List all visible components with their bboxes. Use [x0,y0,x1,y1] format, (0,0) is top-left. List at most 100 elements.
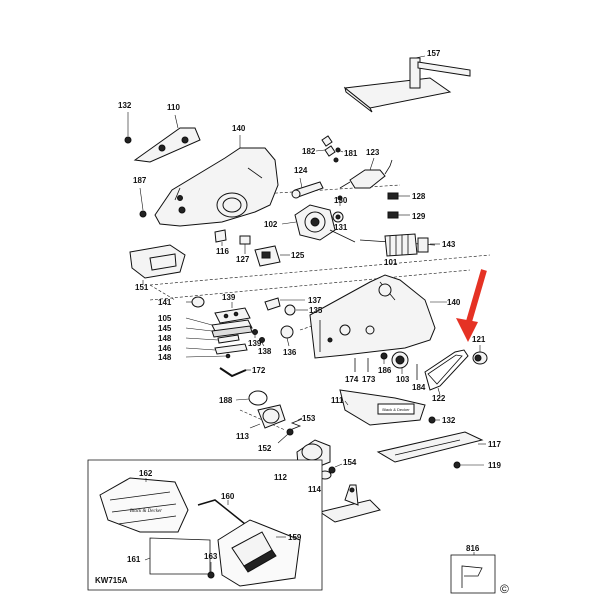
part-138-screw [259,337,265,347]
label-161: 161 [127,555,141,564]
part-rebate-guide [318,484,381,523]
part-127-clip [239,235,251,254]
part-122-drive-belt [424,349,469,396]
label-159: 159 [288,533,302,542]
label-174: 174 [345,375,359,384]
label-148a: 148 [158,334,172,343]
part-146-plate [185,343,248,355]
label-148b: 148 [158,353,172,362]
copyright-mark: © [500,582,509,596]
part-110-belt-cover [133,114,201,163]
part-119-screw [453,461,484,469]
part-123-cord [339,157,393,189]
label-116: 116 [216,247,229,256]
label-153: 153 [302,414,316,423]
label-114: 114 [308,485,321,494]
label-140b: 140 [447,298,461,307]
label-138: 138 [258,347,272,356]
label-188: 188 [219,396,233,405]
label-154: 154 [343,458,357,467]
part-labels: 157 132 110 140 182 181 123 124 187 128 … [118,49,501,564]
label-186: 186 [378,366,392,375]
model-label: KW715A [95,576,128,585]
part-816-label-box [450,552,496,594]
part-139-adjuster [214,302,251,324]
part-154-screw [328,463,343,474]
label-132b: 132 [442,416,456,425]
part-157-sole-plate [343,55,471,113]
label-160: 160 [221,492,235,501]
label-128: 128 [412,192,426,201]
part-116-bracket [214,229,227,246]
label-117: 117 [488,440,501,449]
label-113: 113 [236,432,249,441]
label-123: 123 [366,148,380,157]
red-pointer-arrow [456,269,487,342]
part-188-o-ring [235,390,268,406]
label-182: 182 [302,147,316,156]
label-139b: 139 [248,339,262,348]
part-130-screw [337,195,343,206]
part-148-clip-b [185,353,231,359]
label-152: 152 [258,444,272,453]
part-143-armature [359,233,440,257]
label-136: 136 [283,348,297,357]
part-135-washer [284,304,308,316]
part-132-screw-lower [428,416,440,424]
label-141: 141 [158,298,172,307]
part-151-chip-chute [129,244,186,284]
label-143: 143 [442,240,456,249]
label-145: 145 [158,324,172,333]
label-121: 121 [472,335,486,344]
label-101: 101 [384,258,398,267]
part-129-brush [387,211,410,219]
part-121-pulley [472,345,488,365]
label-112: 112 [274,473,287,482]
part-128-brush [387,192,410,200]
part-140-upper-housing [154,135,279,227]
label-119: 119 [488,461,501,470]
label-187: 187 [133,176,147,185]
label-151: 151 [135,283,149,292]
part-136-knob [280,325,294,347]
part-141-bushing [186,296,205,308]
part-153-spring [289,417,303,431]
label-132a: 132 [118,101,132,110]
part-139-screw [252,329,258,338]
label-816: 816 [466,544,480,553]
label-131: 131 [334,223,348,232]
part-131-ring [332,211,344,223]
dust-bag-inset-box: Black & Decker [87,459,323,591]
label-184: 184 [412,383,426,392]
label-181: 181 [344,149,358,158]
part-132-screw-top [124,112,132,144]
part-182-181-clips [315,135,344,163]
label-146: 146 [158,344,172,353]
label-157: 157 [427,49,441,58]
label-122: 122 [432,394,446,403]
part-124-pin [291,177,324,199]
part-148-clip-a [185,334,240,344]
label-105: 105 [158,314,172,323]
label-129: 129 [412,212,426,221]
label-137: 137 [308,296,322,305]
label-102: 102 [264,220,278,229]
part-187-screw [139,187,147,218]
label-124: 124 [294,166,308,175]
label-173: 173 [362,375,376,384]
label-135: 135 [309,306,323,315]
part-113-depth-knob [249,404,286,429]
label-172: 172 [252,366,266,375]
label-163: 163 [204,552,218,561]
label-125: 125 [291,251,305,260]
part-102-stator [281,204,356,243]
part-103-pulley-gear [391,351,409,374]
part-125-switch [254,245,290,267]
part-140-lower-housing [309,274,447,359]
part-111-drum-housing: Black & Decker [339,389,426,426]
part-152-screw [277,428,294,444]
part-117-base-plate [376,431,486,463]
label-111: 111 [331,396,344,405]
